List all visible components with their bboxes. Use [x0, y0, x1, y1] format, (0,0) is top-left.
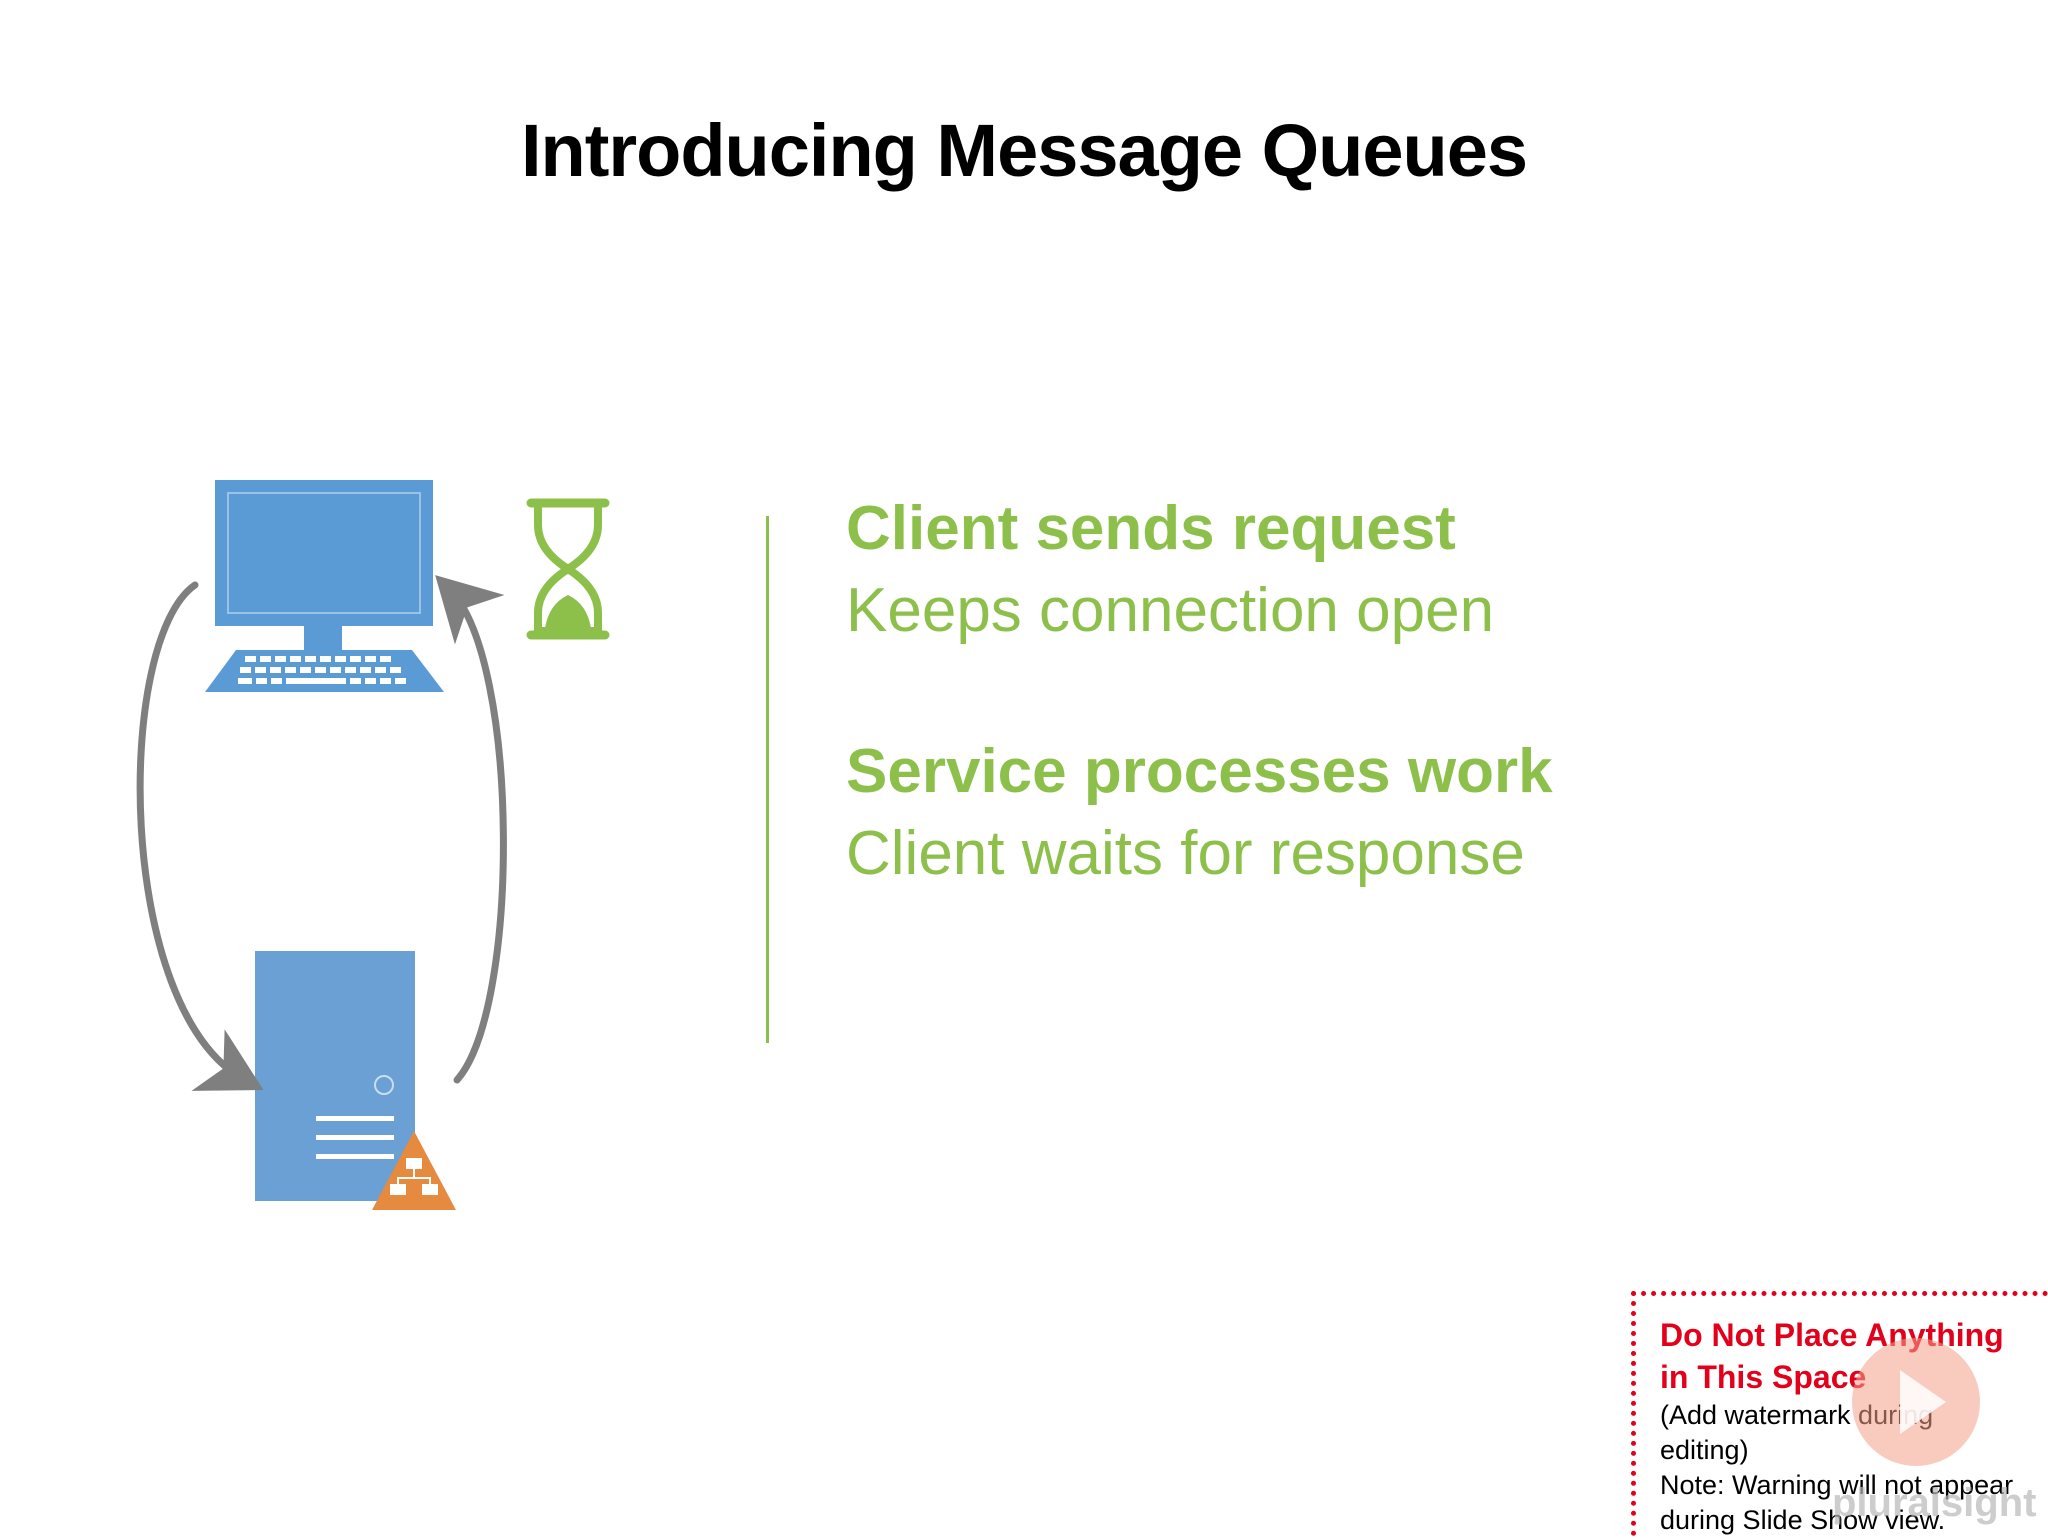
desktop-computer-icon	[205, 480, 444, 692]
warning-note-line: Note: Warning will not appear	[1660, 1470, 2014, 1500]
warning-note-line: editing)	[1660, 1435, 1749, 1465]
warning-note-line: (Add watermark during	[1660, 1400, 1934, 1430]
bullet-heading: Client sends request	[846, 494, 1456, 563]
bullet-service-processes: Service processes work Client waits for …	[846, 732, 1553, 896]
response-arrow	[435, 575, 507, 1084]
bullet-client-request: Client sends request Keeps connection op…	[846, 489, 1494, 653]
hourglass-icon	[526, 498, 610, 640]
request-arrow	[136, 581, 264, 1091]
bullet-subtext: Client waits for response	[846, 819, 1525, 888]
bullet-subtext: Keeps connection open	[846, 576, 1495, 645]
network-hierarchy-icon	[372, 1131, 456, 1210]
watermark-warning-box: Do Not Place Anything in This Space (Add…	[1631, 1291, 2048, 1536]
slide-title: Introducing Message Queues	[520, 109, 1528, 192]
bullet-heading: Service processes work	[846, 737, 1553, 806]
warning-note-line: during Slide Show view.	[1660, 1505, 1946, 1535]
divider-line	[766, 516, 769, 1043]
warning-title-line: in This Space	[1660, 1359, 1867, 1395]
warning-title-line: Do Not Place Anything	[1660, 1317, 2004, 1353]
server-tower-icon	[255, 951, 415, 1201]
